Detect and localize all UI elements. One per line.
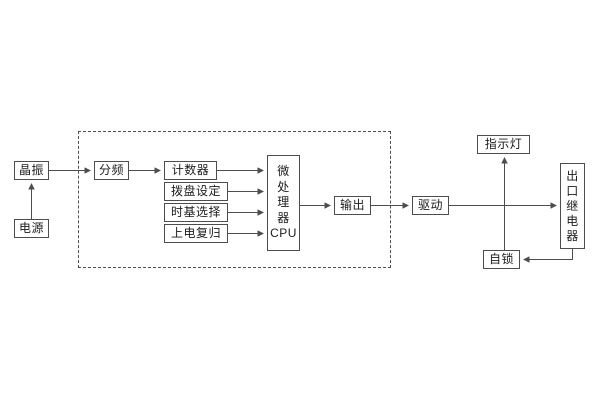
frequency-divider-box: 分频 [94, 161, 129, 180]
power-supply-box: 电源 [14, 219, 49, 238]
microprocessor-cpu-box: 微 处 理 器 CPU [267, 155, 300, 251]
dial-setting-box: 拨盘设定 [164, 182, 228, 201]
counter-box: 计数器 [164, 161, 217, 180]
wire-relay-to-selflock [523, 249, 573, 263]
drive-box: 驱动 [412, 196, 449, 215]
output-box: 输出 [334, 196, 371, 215]
indicator-lamp-box: 指示灯 [477, 135, 530, 154]
outlet-relay-box: 出 口 继 电 器 [560, 163, 585, 249]
mcu-section-frame [78, 131, 391, 268]
timebase-select-box: 时基选择 [164, 203, 228, 222]
self-lock-box: 自锁 [483, 250, 520, 269]
power-on-reset-box: 上电复归 [164, 224, 228, 243]
crystal-oscillator-box: 晶振 [14, 161, 49, 180]
